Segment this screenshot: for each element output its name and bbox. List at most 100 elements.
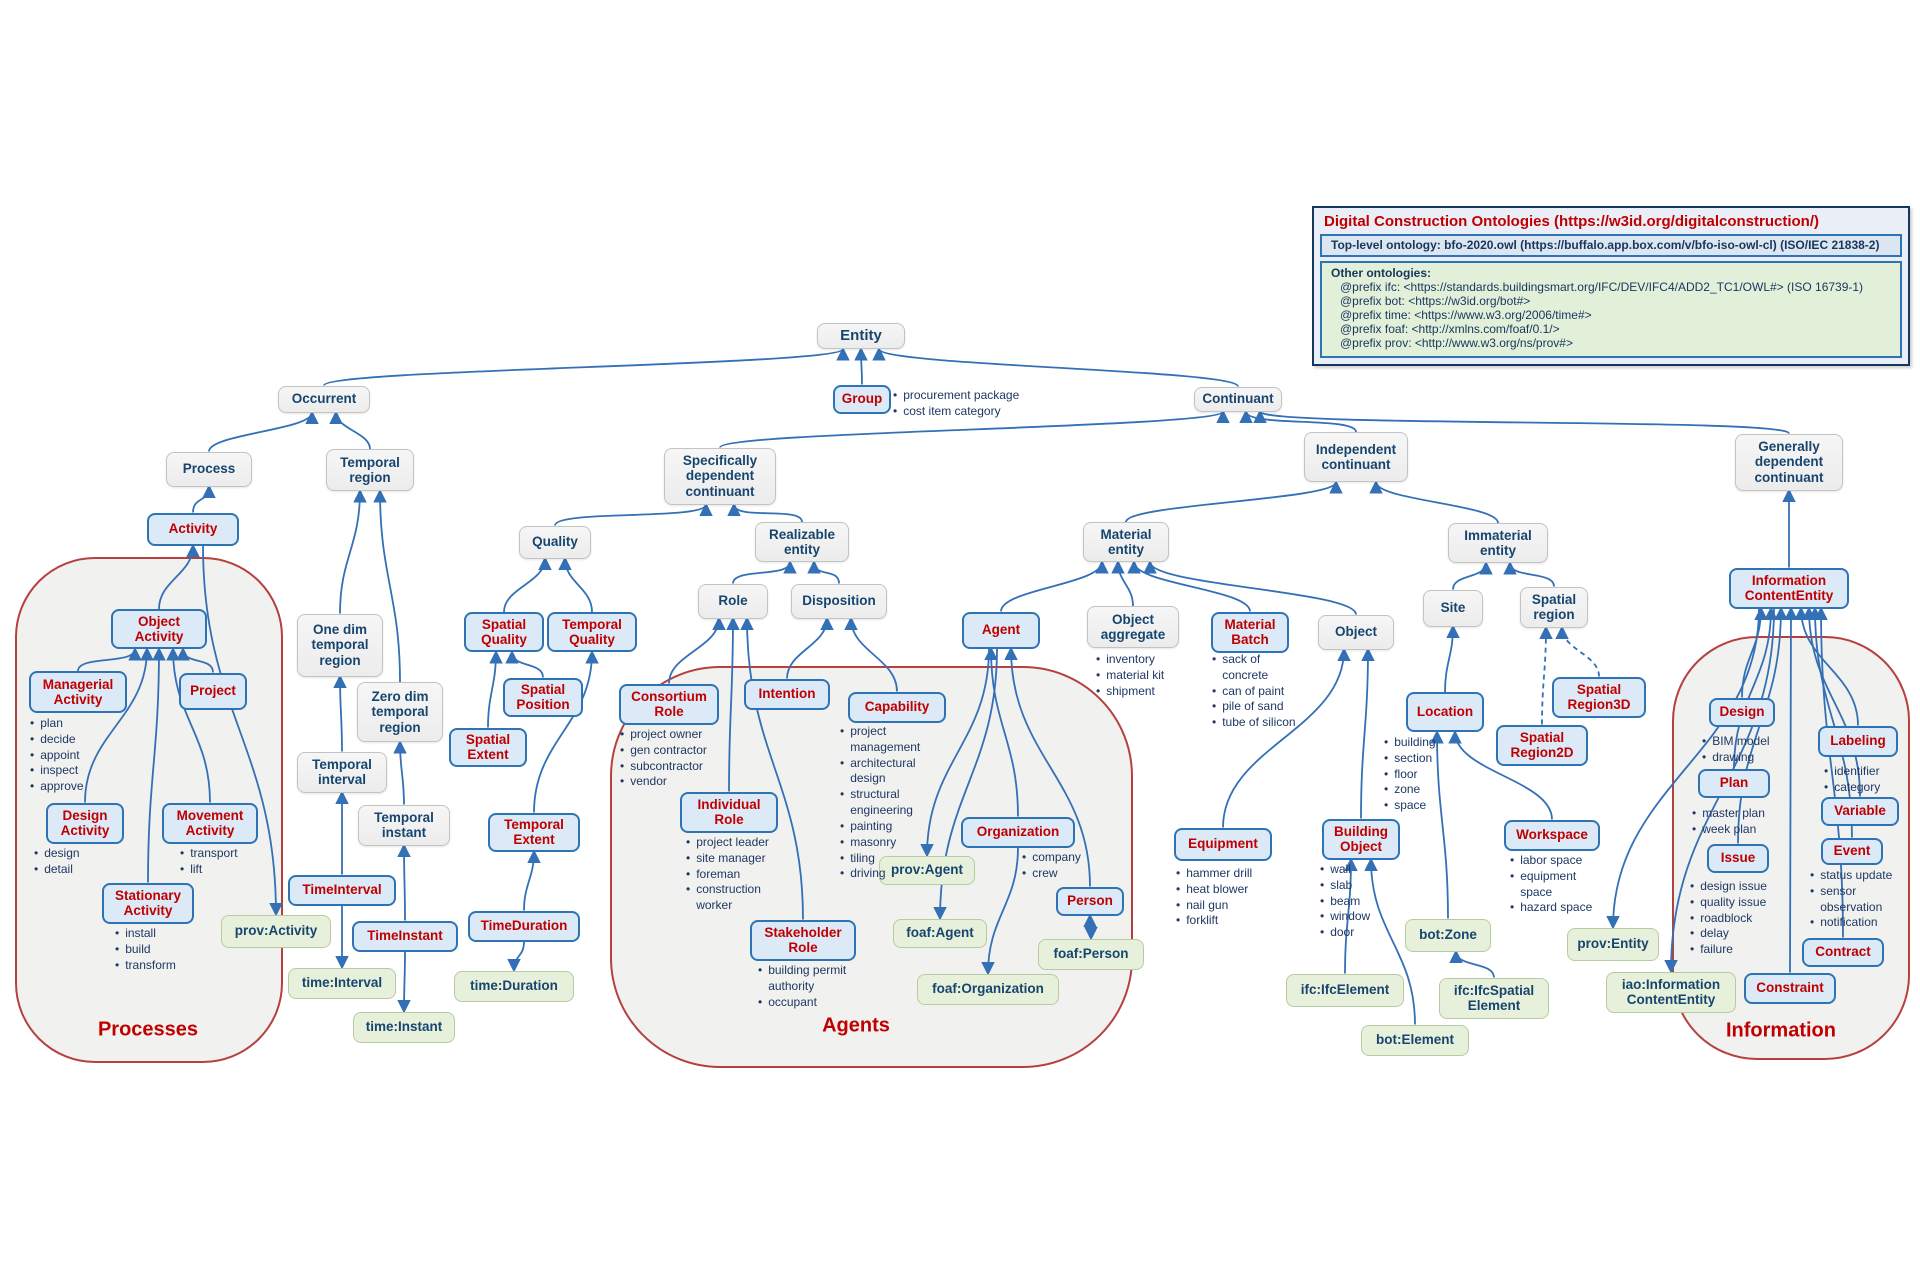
- bullet-dot: •: [1510, 900, 1515, 915]
- edge-location-to-site: [1444, 624, 1460, 693]
- bullet-item: •labor space: [1510, 853, 1596, 869]
- node-project: Project: [179, 672, 247, 710]
- bullets-building-object: •wall•slab•beam•window•door: [1320, 862, 1400, 941]
- edge-object_activity-to-activity: [158, 543, 200, 610]
- edge-occurrent-to-entity: [323, 346, 850, 387]
- bullet-text: status update: [1820, 868, 1893, 882]
- bullet-item: •shipment: [1096, 684, 1182, 700]
- edge-spatial_region-to-immaterial_entity: [1503, 560, 1555, 587]
- node-info-content-entity: Information ContentEntity: [1729, 567, 1849, 609]
- group-label-information: Information: [1726, 1019, 1836, 1042]
- bullet-item: • procurement package: [893, 388, 1033, 404]
- node-timeinstant: TimeInstant: [352, 920, 458, 952]
- bullet-text: forklift: [1186, 913, 1219, 928]
- node-group-box: Group: [833, 384, 891, 414]
- edge-stationary_activity-to-object_activity: [147, 646, 166, 883]
- bullet-text: master plan: [1702, 806, 1765, 820]
- edge-group_box-to-entity: [854, 346, 868, 385]
- bullet-dot: •: [1510, 868, 1515, 883]
- edge-managerial_activity-to-object_activity: [77, 646, 142, 672]
- bullet-text: company: [1032, 850, 1081, 864]
- bullet-item: •construction worker: [686, 882, 782, 914]
- node-foaf-agent: foaf:Agent: [893, 918, 987, 948]
- bullet-text: building: [1394, 735, 1436, 749]
- node-consortium-role: Consortium Role: [619, 683, 719, 725]
- bullet-item: •floor: [1384, 767, 1464, 783]
- bullet-item: •project owner: [620, 727, 730, 743]
- bullet-dot: •: [1176, 897, 1181, 912]
- edge-material_entity-to-ic: [1125, 479, 1343, 523]
- edge-constraint-to-info_content_entity: [1784, 606, 1798, 973]
- bullet-text: zone: [1394, 782, 1421, 797]
- bullet-dot: •: [686, 850, 691, 865]
- bullet-item: •company: [1022, 850, 1102, 866]
- bullet-dot: •: [1824, 764, 1829, 778]
- node-iao-ice: iao:Information ContentEntity: [1606, 971, 1736, 1013]
- bullet-dot: •: [1384, 766, 1389, 781]
- edge-timeduration-to-time_duration_ext: [507, 941, 525, 973]
- bullets-organization: •company•crew: [1022, 850, 1102, 882]
- legend-other-ontologies: Other ontologies: @prefix ifc: <https://…: [1320, 261, 1902, 358]
- bullets-consortium-role: •project owner•gen contractor•subcontrac…: [620, 727, 730, 790]
- edge-activity-to-prov_activity: [202, 545, 283, 917]
- bullet-item: •beam: [1320, 894, 1400, 910]
- node-equipment: Equipment: [1174, 827, 1272, 861]
- bullet-item: •tiling: [840, 851, 932, 867]
- edge-intention-to-disposition: [786, 616, 834, 679]
- bullet-dot: •: [1096, 652, 1101, 666]
- bullet-text: BIM model: [1712, 734, 1770, 748]
- bullet-item: •sack of concrete: [1212, 652, 1308, 684]
- bullet-text: design issue: [1700, 879, 1767, 893]
- bullet-dot: •: [893, 388, 898, 402]
- bullet-dot: •: [34, 861, 39, 876]
- bullet-item: •subcontractor: [620, 759, 730, 775]
- bullet-dot: •: [115, 957, 120, 972]
- bullet-text: masonry: [850, 834, 897, 849]
- node-spatial-extent: Spatial Extent: [449, 727, 527, 767]
- bullet-item: •roadblock: [1690, 911, 1785, 927]
- edge-ifc_ifcelement-to-building_object: [1344, 857, 1358, 974]
- bullet-item: •failure: [1690, 942, 1785, 958]
- edge-temporal_extent-to-temporal_quality: [533, 649, 599, 813]
- edge-timeduration-to-temporal_extent: [523, 849, 541, 911]
- node-organization: Organization: [961, 816, 1075, 848]
- bullets-issue: •design issue•quality issue•roadblock•de…: [1690, 879, 1785, 958]
- bullet-item: •masonry: [840, 835, 932, 851]
- node-occurrent: Occurrent: [278, 385, 370, 413]
- edge-temporal_quality-to-quality: [558, 556, 593, 613]
- bullet-item: •nail gun: [1176, 898, 1276, 914]
- bullet-text: design: [44, 846, 80, 860]
- legend-prefix-foaf: @prefix foaf: <http://xmlns.com/foaf/0.1…: [1340, 322, 1560, 336]
- bullet-item: •master plan: [1692, 806, 1787, 822]
- bullet-item: •appoint: [30, 748, 120, 764]
- bullet-text: delay: [1700, 926, 1729, 941]
- bullet-dot: •: [1384, 735, 1389, 749]
- node-stationary-activity: Stationary Activity: [102, 882, 194, 924]
- bullet-item: •site manager: [686, 851, 782, 867]
- node-bot-element: bot:Element: [1361, 1024, 1469, 1056]
- bullet-dot: •: [1320, 893, 1325, 908]
- node-activity: Activity: [147, 512, 239, 546]
- bullet-dot: •: [1690, 879, 1695, 893]
- node-spatial-region: Spatial region: [1520, 586, 1588, 628]
- node-ifc-ifcelement: ifc:IfcElement: [1286, 973, 1404, 1007]
- bullet-text: lift: [190, 861, 203, 876]
- bullet-dot: •: [758, 963, 763, 977]
- bullet-dot: •: [620, 758, 625, 773]
- bullet-item: •foreman: [686, 867, 782, 883]
- bullet-text: project owner: [630, 727, 703, 741]
- legend-panel: Digital Construction Ontologies (https:/…: [1312, 206, 1910, 366]
- bullet-item: •material kit: [1096, 668, 1182, 684]
- node-timeinterval: TimeInterval: [288, 874, 396, 906]
- bullet-item: •can of paint: [1212, 684, 1308, 700]
- bullet-text: occupant: [768, 994, 817, 1009]
- edge-bot_zone-to-location: [1430, 729, 1449, 919]
- node-plan: Plan: [1698, 768, 1770, 798]
- bullet-item: •approve: [30, 779, 120, 795]
- node-issue: Issue: [1707, 843, 1769, 873]
- bullets-capability: •project management•architectural design…: [840, 724, 932, 882]
- node-prov-agent: prov:Agent: [879, 855, 975, 885]
- bullet-text: procurement package: [903, 388, 1020, 402]
- bullet-dot: •: [1384, 782, 1389, 797]
